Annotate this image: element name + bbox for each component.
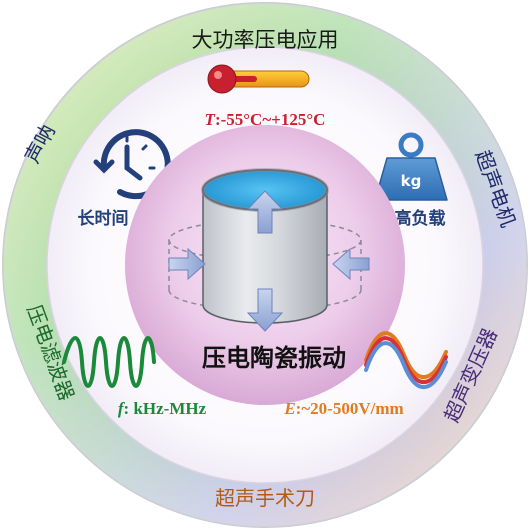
ceramic-cylinder	[201, 168, 329, 324]
ring-label-bottom: 超声手术刀	[215, 486, 315, 510]
arrow-up-icon	[246, 190, 284, 234]
arrow-right-icon	[168, 247, 206, 281]
arrow-down-icon	[246, 288, 284, 332]
center-title: 压电陶瓷振动	[202, 344, 346, 372]
temperature-range: T:-55°C~+125°C	[205, 110, 326, 129]
field-range: E:~20-500V/mm	[283, 399, 403, 418]
thermometer-icon	[207, 64, 310, 94]
sine-wave-icon	[364, 331, 448, 390]
frequency-range: f: kHz-MHz	[118, 399, 207, 418]
load-label: 高负载	[395, 208, 446, 229]
weight-unit: kg	[401, 172, 422, 190]
time-label: 长时间	[78, 208, 129, 229]
ring-label-top: 大功率压电应用	[192, 28, 339, 52]
coil-icon	[62, 336, 156, 388]
arrow-left-icon	[332, 247, 370, 281]
